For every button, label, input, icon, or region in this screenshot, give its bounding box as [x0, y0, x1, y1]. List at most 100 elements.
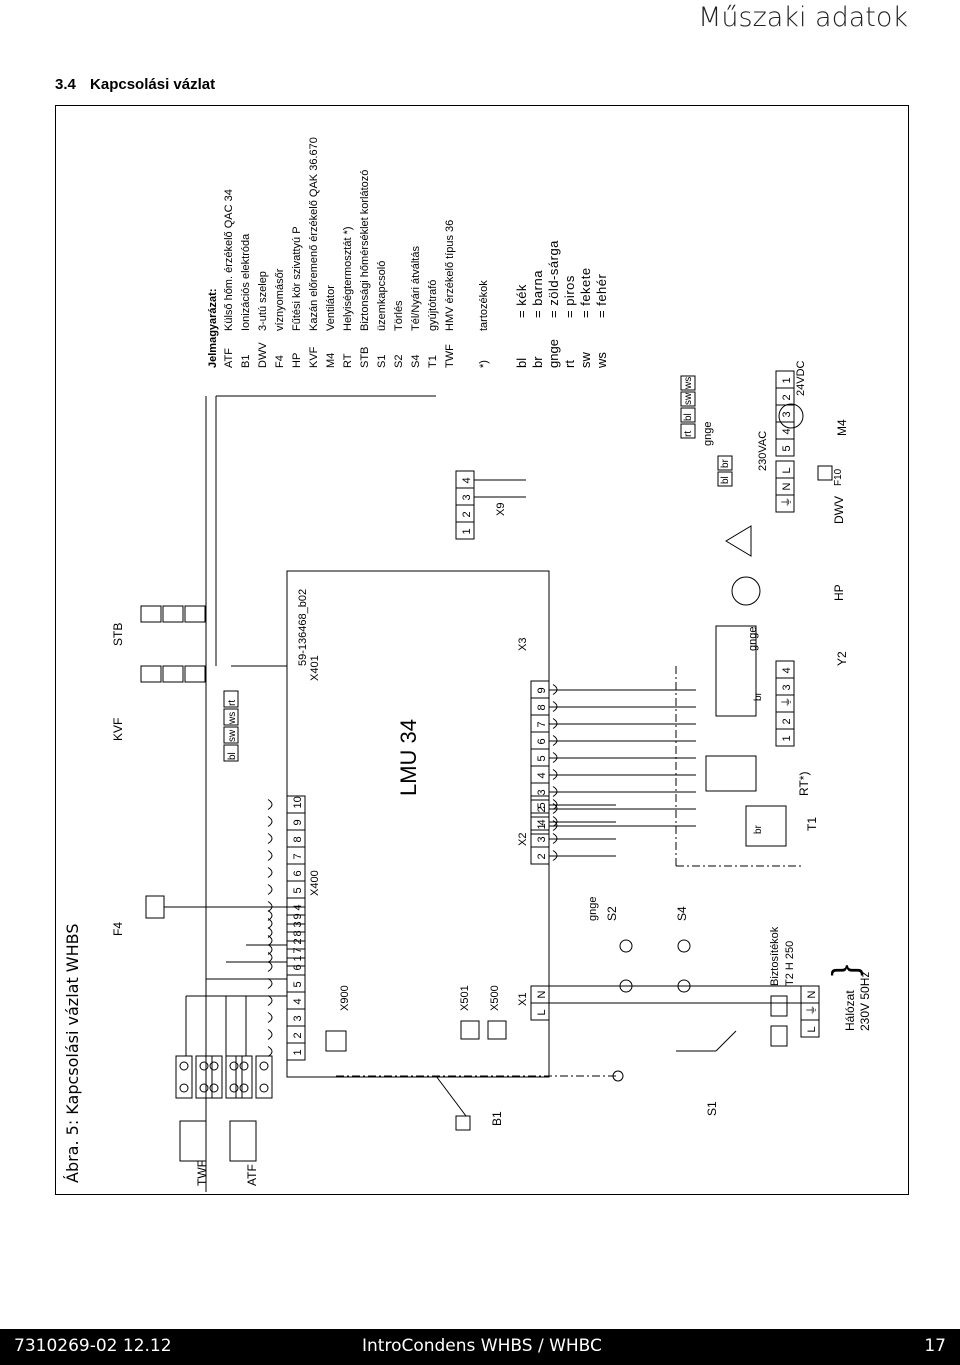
legend-code: STB	[359, 347, 371, 368]
m4-24-pins-pin: 5	[781, 445, 793, 451]
legend-title: Jelmagyarázat:	[207, 289, 219, 369]
wire-tag-m4-bl: bl	[720, 476, 731, 484]
x400-pins-pin: 8	[292, 930, 304, 936]
plug-contact	[267, 1012, 273, 1023]
x3-pins-pin: 5	[536, 755, 548, 761]
x500-label: X500	[489, 985, 501, 1011]
plug-contact	[267, 961, 273, 972]
wire-gnge-2: gnge	[747, 627, 759, 651]
wire-gnge-1: gnge	[587, 897, 599, 921]
f4-label: F4	[111, 922, 125, 936]
y2-label: Y2	[835, 651, 849, 666]
s1-switch	[715, 1030, 737, 1052]
y2-pins: 43⏚21	[775, 660, 795, 747]
legend-code: RT	[342, 353, 354, 368]
mains-label-1: Hálózat	[843, 990, 857, 1031]
twf-label: TWF	[195, 1160, 209, 1186]
b1-label: B1	[490, 1111, 504, 1126]
terminal-screw	[209, 1083, 219, 1093]
legend-code: TWF	[444, 344, 456, 368]
b1-lead	[435, 1075, 467, 1117]
terminal-block	[255, 1055, 273, 1099]
stb-terminal	[184, 605, 206, 623]
x3-label: X3	[517, 638, 529, 651]
plug-contact	[267, 799, 273, 810]
terminal-block	[195, 1055, 213, 1099]
s4-label: S4	[675, 906, 689, 921]
s2-contact	[619, 939, 633, 953]
x3-pins-pin: 8	[536, 704, 548, 710]
mains-pins-pin: ⏚	[805, 1005, 818, 1016]
mains-brace: }	[826, 965, 864, 976]
m4-24-pins-pin: 2	[781, 394, 793, 400]
stb-terminal	[140, 605, 162, 623]
legend-desc: Ventilátor	[325, 285, 337, 331]
legend-desc: víznyomásőr	[274, 268, 286, 331]
mains-pins: N⏚L	[800, 985, 820, 1038]
s4-contact	[677, 939, 691, 953]
fuse-1	[770, 995, 788, 1017]
legend-color-code: bl	[514, 358, 529, 368]
plug-contact	[267, 884, 273, 895]
x500-plug	[487, 1020, 507, 1040]
wire-br-t1: br	[753, 824, 764, 834]
legend-desc: Törlés	[393, 300, 405, 331]
x400-pins-pin: 4	[292, 998, 304, 1004]
x2-pins-pin: 2	[536, 853, 548, 859]
m4-230-pins-pin: N	[781, 483, 793, 491]
x400-pins-pin: 6	[292, 964, 304, 970]
wiring-diagram: LMU 3459-136468_b0210987654321987654321X…	[111, 137, 872, 1192]
plug-contact	[267, 995, 273, 1006]
plug-contact	[267, 1029, 273, 1040]
m4-24-label: 24VDC	[795, 360, 807, 396]
x2-pins-pin: 3	[536, 836, 548, 842]
x400-pins-pin: 7	[292, 947, 304, 953]
x400-label: X400	[309, 870, 321, 896]
wire-br-y2: br	[753, 691, 764, 701]
x3-pins-pin: 1	[536, 823, 548, 829]
legend-desc: Ionizációs elektróda	[240, 233, 252, 331]
wire-tag	[680, 375, 696, 391]
footer-doc-number: 7310269-02 12.12	[14, 1336, 172, 1356]
x400-pins-pin: 5	[292, 981, 304, 987]
legend-code: M4	[325, 353, 337, 368]
stb-terminal	[162, 665, 184, 683]
dwv-valve	[725, 525, 752, 557]
legend-code: KVF	[308, 346, 320, 368]
terminal-screw	[239, 1083, 249, 1093]
plug-contact	[267, 978, 273, 989]
y2-pins-pin: 1	[781, 735, 793, 741]
x401-pins-pin: 10	[292, 796, 304, 808]
legend-color-code: sw	[578, 352, 593, 369]
t1-transformer	[745, 805, 787, 847]
x3-pins-pin: 2	[536, 806, 548, 812]
x401-pins-pin: 9	[292, 819, 304, 825]
legend-code: DWV	[257, 342, 269, 368]
lmu34-box	[286, 570, 550, 1078]
atf-label: ATF	[245, 1164, 259, 1186]
terminal-block	[235, 1055, 253, 1099]
x401-pins-pin: 7	[292, 853, 304, 859]
legend-color-desc: = barna	[530, 270, 545, 318]
terminal-block	[175, 1055, 193, 1099]
y2-valve-body	[715, 625, 757, 717]
terminal-screw	[259, 1061, 269, 1071]
legend-desc: Tél/Nyári átváltás	[410, 246, 422, 331]
wire-tag	[717, 471, 733, 487]
fuses-label-1: Biztosítékok	[769, 926, 781, 986]
terminal-screw	[229, 1061, 239, 1071]
y2-pins-pin: ⏚	[780, 697, 793, 708]
x2-label: X2	[517, 833, 529, 846]
y2-pins-pin: 4	[781, 667, 793, 673]
legend-color-code: ws	[594, 352, 609, 369]
mains-pins-pin: N	[806, 991, 818, 999]
legend-desc: gyújtótrafó	[427, 280, 439, 331]
stb-label: STB	[111, 623, 125, 646]
section-number: 3.4	[55, 76, 76, 93]
f10-fuse	[817, 465, 833, 481]
m4-24-pins-pin: 1	[781, 377, 793, 383]
terminal-screw	[239, 1061, 249, 1071]
x9-pins-pin: 1	[461, 528, 473, 534]
m4-24-pins-pin: 4	[781, 428, 793, 434]
